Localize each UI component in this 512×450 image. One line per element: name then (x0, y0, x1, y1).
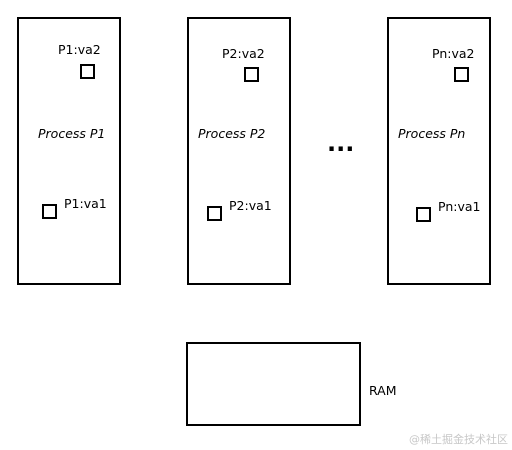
process-p1-box (17, 17, 121, 285)
process-pn-va1-label: Pn:va1 (438, 199, 480, 214)
ram-label: RAM (369, 383, 397, 398)
process-p1: P1:va2 Process P1 P1:va1 (17, 17, 121, 285)
process-p1-va1-label: P1:va1 (64, 196, 107, 211)
ellipsis: ... (327, 129, 354, 157)
process-p2-va2-square (244, 67, 259, 82)
process-pn-va2-label: Pn:va2 (432, 46, 474, 61)
process-p2-box (187, 17, 291, 285)
process-p2: P2:va2 Process P2 P2:va1 (187, 17, 291, 285)
process-p2-va2-label: P2:va2 (222, 46, 265, 61)
process-pn-va2-square (454, 67, 469, 82)
process-p1-va2-square (80, 64, 95, 79)
ram: RAM (186, 342, 397, 426)
process-pn-box (387, 17, 491, 285)
watermark: @稀土掘金技术社区 (409, 432, 508, 446)
process-p2-title: Process P2 (198, 126, 265, 141)
ram-box (186, 342, 361, 426)
process-p1-va2-label: P1:va2 (58, 42, 101, 57)
process-pn: Pn:va2 Process Pn Pn:va1 (387, 17, 491, 285)
process-p2-va1-square (207, 206, 222, 221)
process-p1-title: Process P1 (38, 126, 105, 141)
process-p1-va1-square (42, 204, 57, 219)
process-pn-title: Process Pn (398, 126, 465, 141)
process-p2-va1-label: P2:va1 (229, 198, 272, 213)
process-pn-va1-square (416, 207, 431, 222)
